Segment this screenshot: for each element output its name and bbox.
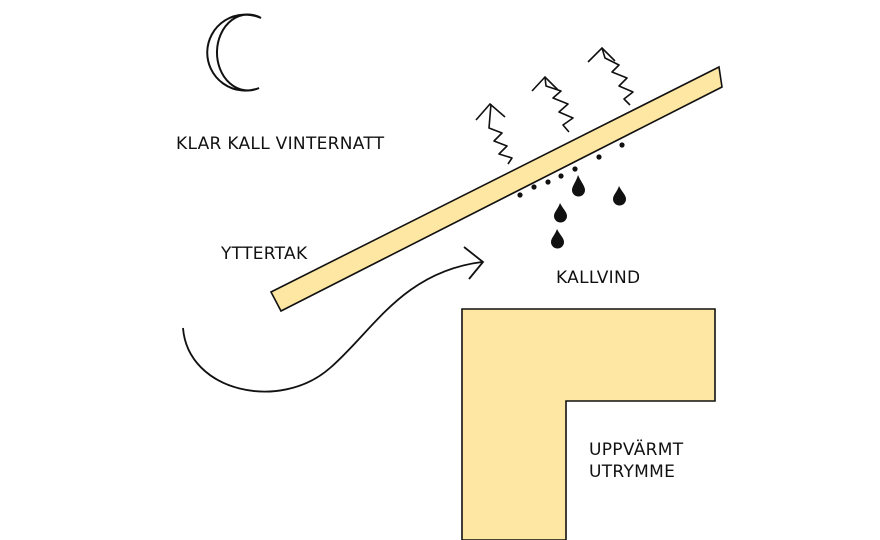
label-heated-space-line1: UPPVÄRMT (589, 440, 684, 460)
heated-room-wall (461, 308, 716, 540)
label-outer-roof: YTTERTAK (221, 244, 308, 264)
label-heated-space: UPPVÄRMT UTRYMME (589, 439, 683, 483)
label-cold-attic: KALLVIND (556, 268, 641, 288)
water-droplet-icon (613, 186, 626, 206)
condensation-dots (517, 142, 625, 198)
heat-radiation-arrows (475, 46, 634, 165)
moon-icon (206, 13, 262, 92)
water-droplets (551, 175, 626, 249)
label-heated-space-line2: UTRYMME (589, 462, 676, 482)
water-droplet-icon (551, 229, 564, 249)
water-droplet-icon (554, 203, 567, 223)
condensation-dot (596, 154, 602, 160)
condensation-dot (517, 192, 523, 198)
condensation-dot (572, 166, 578, 172)
label-clear-cold-winter-night: KLAR KALL VINTERNATT (176, 134, 385, 154)
heat-radiation-arrow-icon (587, 46, 634, 106)
condensation-dot (531, 184, 537, 190)
heat-radiation-arrow-icon (531, 75, 574, 133)
condensation-dot (545, 179, 551, 185)
outer-roof-board (269, 65, 723, 313)
heat-radiation-arrow-icon (475, 102, 513, 165)
airflow-arrow-icon (182, 246, 485, 393)
condensation-dot (558, 173, 564, 179)
water-droplet-icon (572, 175, 585, 197)
condensation-dot (619, 142, 625, 148)
